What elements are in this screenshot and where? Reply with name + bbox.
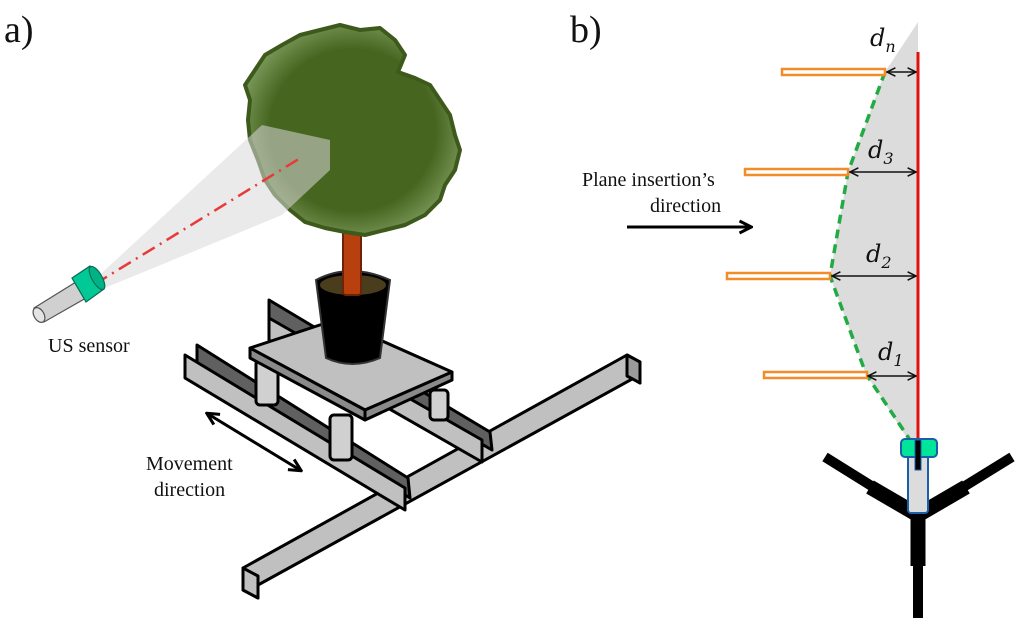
plane-n [780, 67, 887, 77]
panel-b-label: b) [570, 9, 602, 51]
plane-2 [725, 271, 832, 281]
us-sensor-icon [32, 265, 106, 323]
rail-system [183, 298, 642, 600]
movement-label-line1: Movement [146, 453, 233, 475]
insertion-label-line1: Plane insertion’s [582, 169, 715, 191]
wheel [328, 413, 354, 462]
distance-label-n: dn [870, 24, 896, 56]
panel-a: a) [4, 9, 642, 600]
distance-label-1: d1 [878, 338, 904, 370]
canopy-region-fill [830, 22, 918, 455]
movement-arrow [208, 414, 300, 470]
sensor-label: US sensor [48, 335, 130, 357]
cart-platform [248, 318, 454, 422]
sensor-mount-icon [900, 438, 938, 514]
plane-3 [743, 167, 850, 177]
laser-line [94, 155, 303, 286]
panel-b: b) dn d3 d2 d1 Plane insertion’s directi… [570, 9, 1015, 618]
wheel [428, 388, 450, 422]
insertion-label-line2: direction [650, 195, 721, 217]
cross-beam-end-right [625, 353, 642, 385]
plane-1 [762, 370, 869, 380]
movement-label-line2: direction [154, 479, 225, 501]
panel-a-label: a) [4, 9, 34, 51]
cross-beam-end-left [241, 566, 260, 600]
distance-label-3: d3 [868, 136, 894, 168]
distance-label-2: d2 [866, 240, 892, 272]
